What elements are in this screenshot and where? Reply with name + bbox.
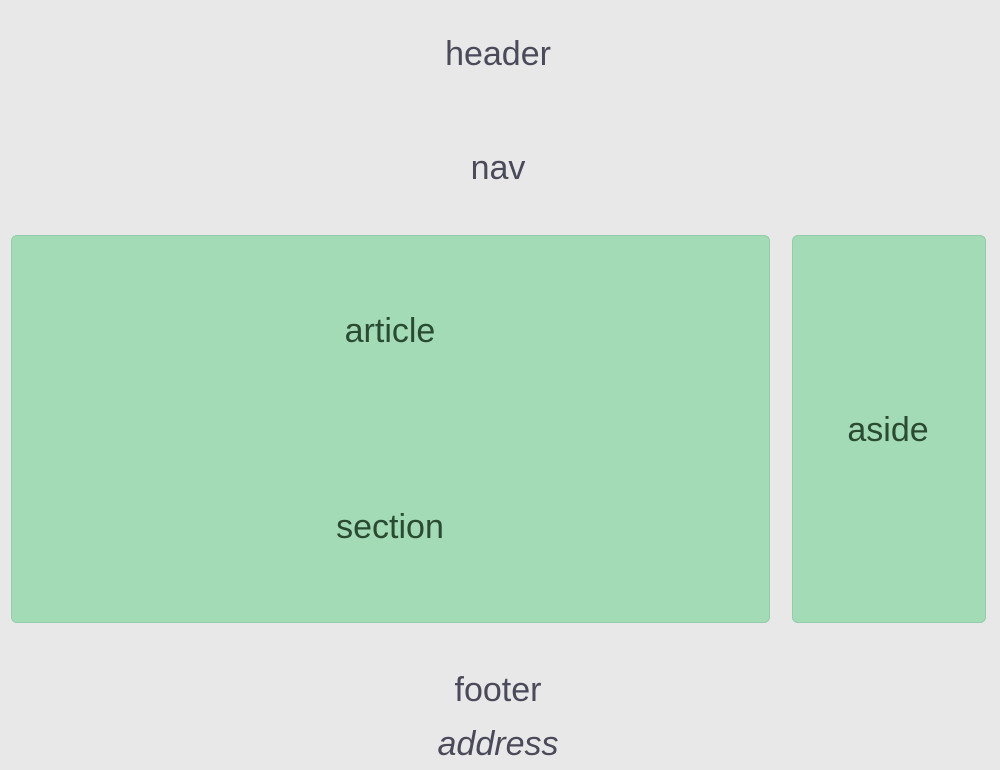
- address-label: address: [437, 725, 559, 763]
- header-label: header: [445, 35, 551, 73]
- nav-label: nav: [470, 149, 526, 187]
- section-label: section: [336, 508, 444, 546]
- footer-label: footer: [454, 671, 542, 709]
- aside-block: aside: [792, 235, 986, 623]
- aside-label: aside: [847, 411, 929, 449]
- article-block: article section: [11, 235, 770, 623]
- article-label: article: [344, 312, 436, 350]
